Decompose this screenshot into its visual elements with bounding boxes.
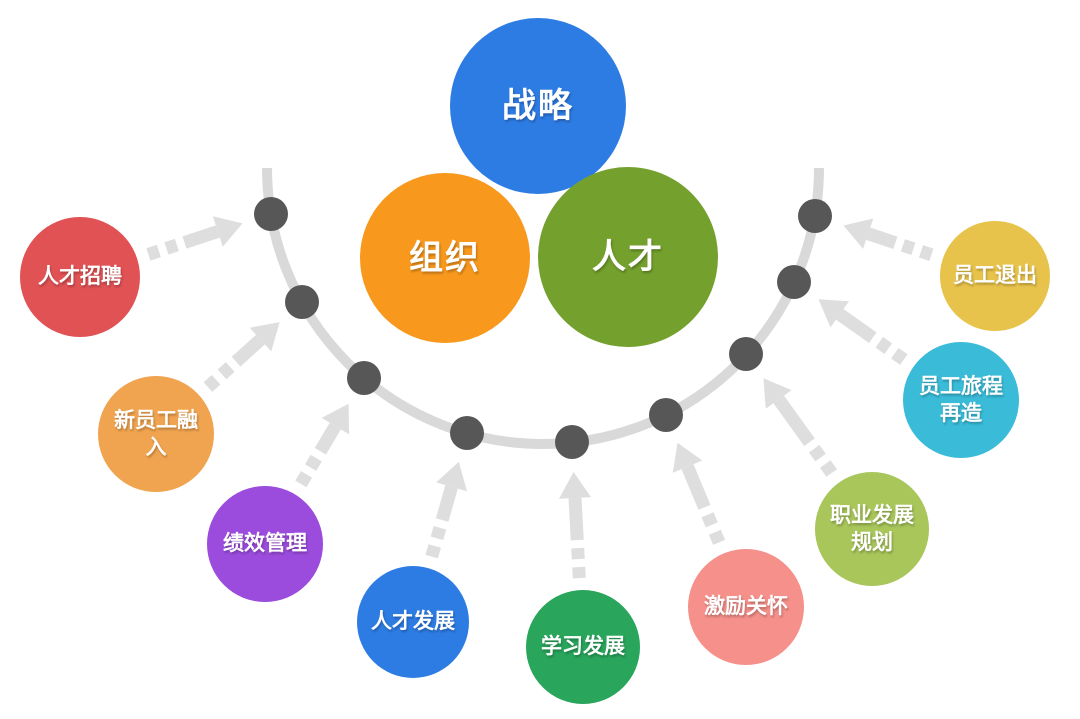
arrow-head [818,299,849,328]
arrow-shaft [773,395,837,477]
arrow-shaft [295,422,341,488]
lifecycle-arc [262,167,824,449]
core-circle-strategy: 战略 [450,18,626,194]
arrow-head [559,472,591,499]
arrow-head [212,216,243,247]
arrow-shaft [203,334,265,392]
arc-dot [729,337,763,371]
arrow-shaft [866,227,934,261]
arc-dot [285,285,319,319]
arrow-shaft [146,225,220,261]
satellite-learning-development-label: 学习发展 [541,634,625,659]
arc-dot [649,398,683,432]
core-circle-strategy-label: 战略 [502,85,574,126]
satellite-employee-journey-redesign-label: 员工旅程 再造 [919,373,1003,425]
arrow-shaft [568,497,586,579]
arrow-head [249,322,280,352]
satellite-performance-management: 绩效管理 [207,486,323,602]
core-circle-organization-label: 组织 [409,237,481,278]
arrow-head [843,218,874,249]
satellite-talent-development: 人才发展 [357,566,469,678]
satellite-new-employee-onboarding: 新员工融 入 [98,376,214,492]
satellite-new-employee-onboarding-label: 新员工融 入 [114,407,198,459]
satellite-employee-journey-redesign: 员工旅程 再造 [903,342,1019,458]
satellite-employee-exit: 员工退出 [940,221,1050,331]
arrow-shaft [835,308,908,365]
satellite-employee-exit-label: 员工退出 [953,263,1037,288]
arc-dot [798,199,832,233]
arrow-head [321,403,350,435]
arc-dot [254,197,288,231]
arrow-head [763,378,792,409]
satellite-talent-development-label: 人才发展 [371,609,455,634]
satellite-learning-development: 学习发展 [526,590,640,704]
core-circle-talent-label: 人才 [592,236,664,277]
satellite-career-development-planning: 职业发展 规划 [815,472,929,586]
satellite-career-development-planning-label: 职业发展 规划 [830,502,914,554]
satellite-talent-recruitment-label: 人才招聘 [38,264,122,289]
satellite-incentive-care: 激励关怀 [688,549,804,665]
arc-dot [555,425,589,459]
arc-dot [347,361,381,395]
core-circle-talent: 人才 [538,167,718,347]
arc-dot [777,265,811,299]
arrow-head [672,442,703,473]
arrow-head [436,461,467,492]
arc-dot [450,416,484,450]
satellite-talent-recruitment: 人才招聘 [20,217,140,337]
satellite-incentive-care-label: 激励关怀 [704,594,788,619]
arrow-shaft [681,464,726,545]
arrow-shaft [425,485,458,559]
core-circle-organization: 组织 [360,173,530,343]
satellite-performance-management-label: 绩效管理 [223,531,307,556]
